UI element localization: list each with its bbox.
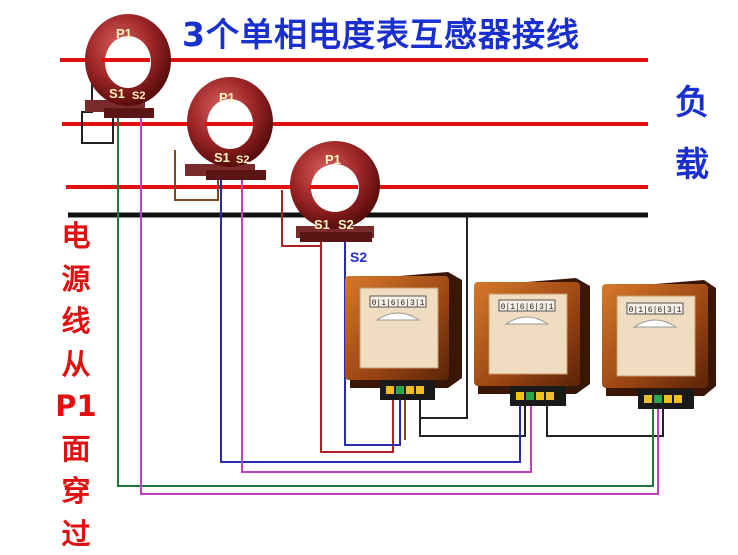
source-label: 电 源 线 从 P1 面 穿 过: [54, 215, 98, 555]
source-char-6: 面: [54, 428, 98, 471]
diagram-title: 3个单相电度表互感器接线: [182, 8, 580, 56]
energy-meter-2: 0|1|6|6|3|1: [474, 278, 590, 406]
source-char-7: 穿: [54, 470, 98, 513]
ct1-p1-label: P1: [116, 26, 132, 41]
diagram-canvas: 0|1|6|6|3|1 0|1|6|6|3|1 0|1|: [0, 0, 738, 522]
meter-reading-2: 0|1|6|6|3|1: [501, 303, 554, 312]
s2-wire-label: S2: [350, 249, 367, 265]
ct1-s1-label: S1: [109, 86, 125, 101]
energy-meter-3: 0|1|6|6|3|1: [602, 280, 716, 409]
source-char-8: 过: [54, 513, 98, 555]
meter-reading-1: 0|1|6|6|3|1: [372, 299, 425, 308]
source-char-5: P1: [54, 385, 98, 428]
ct2-s2-label: S2: [236, 154, 249, 166]
ct3-s2-label: S2: [338, 217, 354, 232]
source-char-4: 从: [54, 343, 98, 386]
ct3-p1-label: P1: [325, 152, 341, 167]
ct2-p1-label: P1: [219, 90, 235, 105]
energy-meter-1: 0|1|6|6|3|1: [345, 272, 462, 400]
load-label: 负 载: [668, 72, 716, 196]
load-char-1: 负: [668, 72, 716, 134]
source-char-1: 电: [54, 215, 98, 258]
load-char-2: 载: [668, 134, 716, 196]
ct2-s1-label: S1: [214, 150, 230, 165]
wiring-diagram: 0|1|6|6|3|1 0|1|6|6|3|1 0|1|: [0, 0, 738, 522]
ct3-s1-label: S1: [314, 217, 330, 232]
meter-reading-3: 0|1|6|6|3|1: [629, 306, 682, 315]
ct1-s2-label: S2: [132, 90, 145, 102]
source-char-2: 源: [54, 258, 98, 301]
source-char-3: 线: [54, 300, 98, 343]
